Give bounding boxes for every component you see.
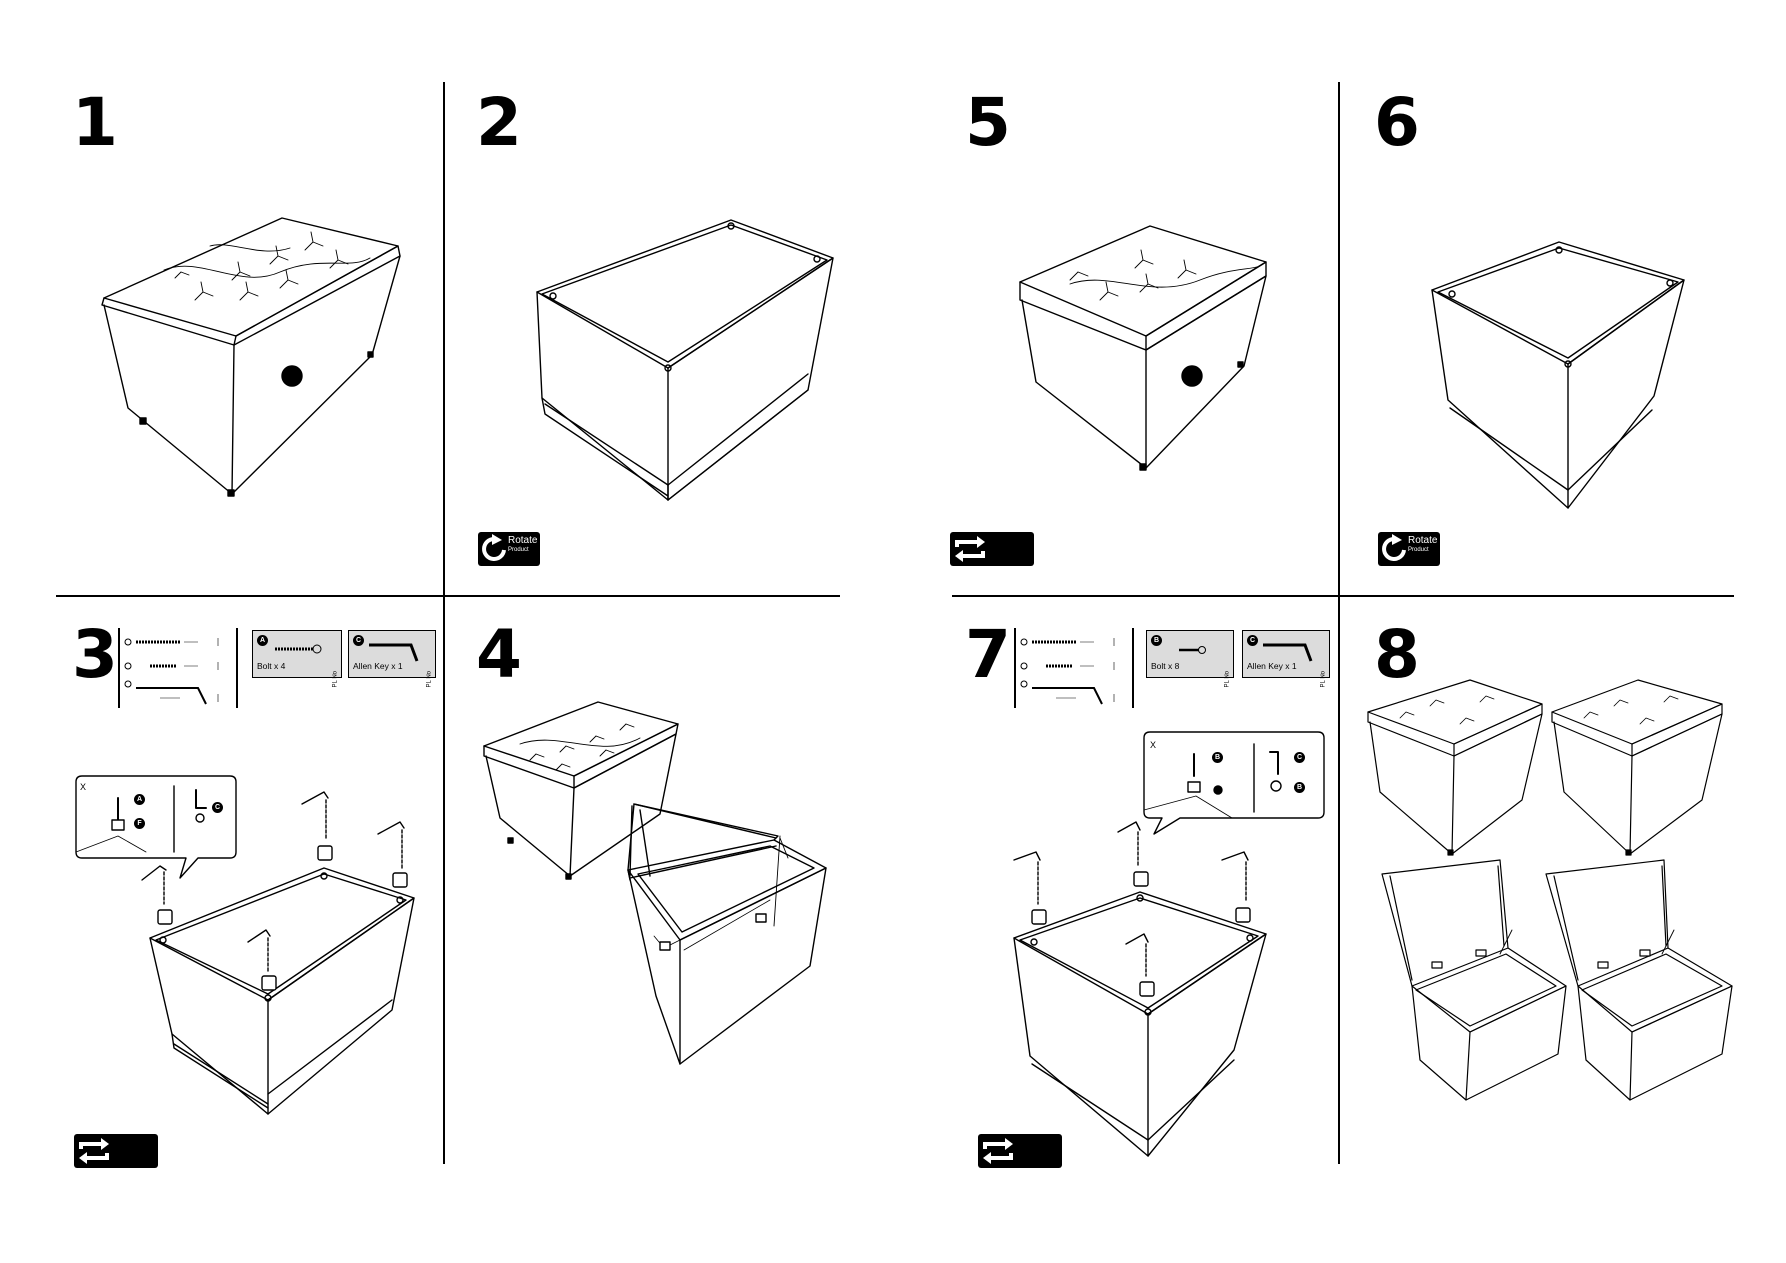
storage-box-long-open: [627, 803, 827, 1065]
ottoman-small-inverted: [1431, 241, 1685, 509]
callout-letter-b: B: [1212, 752, 1224, 764]
flip-product-badge-step5: [950, 532, 1034, 566]
flip-arrows-icon: [955, 536, 985, 562]
flip-arrows-icon: [983, 1138, 1013, 1164]
hardware-list-icons: [1020, 638, 1115, 705]
step-number-7: 7: [965, 616, 1011, 693]
rotate-arrow-icon: [482, 534, 506, 561]
flip-arrows-icon: [79, 1138, 109, 1164]
flip-product-badge-step7: [978, 1134, 1062, 1168]
hardware-list-step7: [1014, 628, 1134, 708]
callout-letter-c: C: [1294, 752, 1306, 764]
pl-number: PL No: [332, 671, 338, 688]
ottoman-long-upright: [101, 217, 401, 497]
divider-vertical-right: [1338, 82, 1340, 1164]
hardware-card-bolt-a: A Bolt x 4 PL No: [252, 630, 342, 687]
bolt-icon: [1179, 646, 1206, 654]
part-label-bolt: Bolt x 8: [1151, 661, 1180, 671]
callout-quantity-x: X: [1150, 740, 1157, 750]
part-letter-c: C: [353, 635, 364, 646]
callout-letter-f: F: [134, 818, 146, 830]
part-letter-b: B: [1151, 635, 1162, 646]
divider-vertical-left: [443, 82, 445, 1164]
ottoman-small-pair-closed: [1367, 679, 1723, 856]
rotate-label: Rotate: [1408, 535, 1438, 546]
divider-horizontal-left: [56, 595, 840, 597]
part-label-bolt: Bolt x 4: [257, 661, 286, 671]
pl-number: PL No: [1224, 671, 1230, 688]
hardware-card-bolt-b: B Bolt x 8 PL No: [1146, 630, 1234, 687]
rotate-product-badge-step2: Rotate Product: [478, 532, 540, 566]
rotate-product-badge-step6: Rotate Product: [1378, 532, 1440, 566]
hardware-list-step3: [118, 628, 238, 708]
hardware-card-allen-key-c: C Allen Key x 1 PL No: [348, 630, 436, 687]
step-number-5: 5: [965, 84, 1011, 161]
rotate-label: Rotate: [508, 535, 538, 546]
ottoman-long-inverted: [536, 219, 834, 501]
hardware-list-icons: [124, 638, 219, 705]
step-number-4: 4: [476, 616, 522, 693]
step-number-2: 2: [476, 84, 522, 161]
storage-box-small-pair-open: [1381, 859, 1733, 1101]
part-label-allen-key: Allen Key x 1: [1247, 661, 1297, 671]
bolt-icon: [275, 644, 322, 654]
allen-key-icon: [1263, 643, 1313, 662]
step7-callout: [1143, 731, 1325, 835]
flip-product-badge-step3: [74, 1134, 158, 1168]
ottoman-long-closed-view: [483, 701, 679, 880]
callout-letter-a: A: [134, 794, 146, 806]
ottoman-small-upright: [1019, 225, 1267, 471]
product-label: Product: [1408, 547, 1429, 553]
part-letter-c: C: [1247, 635, 1258, 646]
product-label: Product: [508, 547, 529, 553]
ottoman-small-feet-assembly: [1013, 821, 1267, 1157]
step-number-8: 8: [1374, 616, 1420, 693]
part-label-allen-key: Allen Key x 1: [353, 661, 403, 671]
callout-letter-b-2: B: [1294, 782, 1306, 794]
callout-letter-c: C: [212, 802, 224, 814]
step-number-6: 6: [1374, 84, 1420, 161]
callout-quantity-x: X: [80, 782, 87, 792]
allen-key-icon: [369, 643, 419, 662]
pl-number: PL No: [426, 671, 432, 688]
divider-horizontal-right: [952, 595, 1734, 597]
part-letter-a: A: [257, 635, 268, 646]
rotate-arrow-icon: [1382, 534, 1406, 561]
step-number-3: 3: [72, 616, 118, 693]
pl-number: PL No: [1320, 671, 1326, 688]
step-number-1: 1: [72, 84, 118, 161]
ottoman-long-feet-assembly: [141, 791, 415, 1115]
hardware-card-allen-key-c: C Allen Key x 1 PL No: [1242, 630, 1330, 687]
step3-callout: [75, 775, 237, 879]
